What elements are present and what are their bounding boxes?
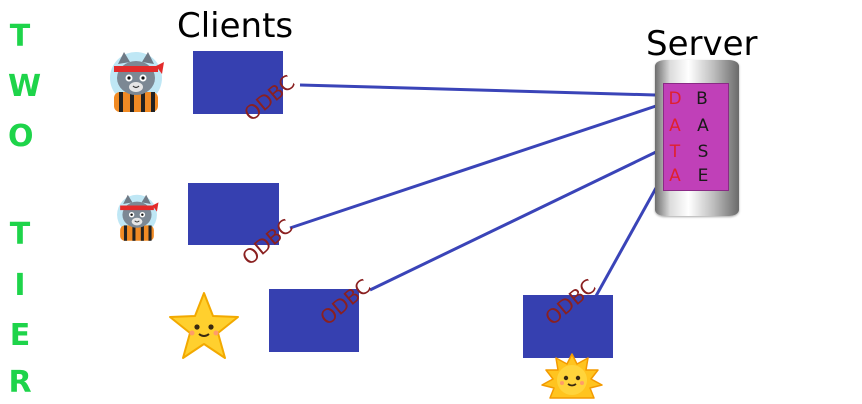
side-title-letter: T (9, 217, 31, 252)
star-mascot-icon (166, 290, 242, 362)
db-letter-right: B (696, 89, 708, 109)
db-letter-left: D (668, 89, 682, 109)
db-letter-right: S (697, 142, 709, 162)
side-title-letter: T (9, 19, 31, 54)
side-title-letter: E (9, 318, 31, 353)
side-title-letter: R (8, 365, 32, 400)
db-letter-right: E (697, 166, 709, 186)
db-letter-right: A (697, 116, 709, 136)
cat-mascot-icon (106, 50, 166, 112)
client-box-1 (193, 51, 283, 114)
client-box-4 (523, 295, 613, 358)
cat-mascot-icon (114, 193, 160, 241)
side-title-letter: O (8, 119, 34, 154)
client-box-2 (188, 183, 279, 245)
clients-heading: Clients (177, 6, 294, 46)
link-client-1 (299, 83, 656, 97)
server-heading: Server (646, 24, 758, 64)
side-title-letter: I (14, 268, 26, 303)
sun-mascot-icon (538, 352, 606, 400)
client-box-3 (269, 289, 359, 352)
database-panel (663, 83, 729, 191)
link-client-4 (594, 187, 658, 297)
db-letter-left: A (669, 116, 681, 136)
link-client-2 (289, 104, 657, 230)
db-letter-left: T (669, 142, 681, 162)
link-client-3 (369, 150, 657, 292)
db-letter-left: A (669, 166, 681, 186)
